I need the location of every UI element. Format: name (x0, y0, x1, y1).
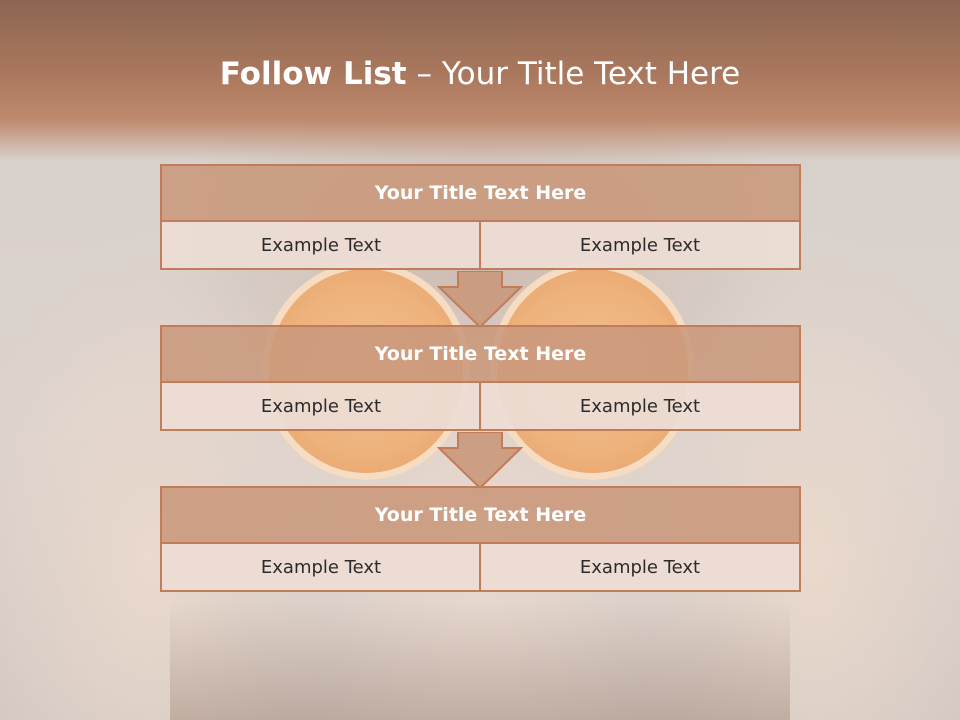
block-title: Your Title Text Here (160, 164, 801, 222)
list-block-2: Your Title Text Here Example Text Exampl… (160, 325, 801, 433)
down-arrow-icon (437, 432, 523, 490)
background-shadow (170, 600, 790, 720)
block-cell-right: Example Text (479, 542, 801, 592)
header-band (0, 0, 960, 160)
slide-title-rest: – Your Title Text Here (406, 56, 741, 92)
list-block-1: Your Title Text Here Example Text Exampl… (160, 164, 801, 272)
slide-title-bold: Follow List (219, 56, 407, 92)
down-arrow-icon (437, 271, 523, 329)
slide-title: Follow List – Your Title Text Here (0, 56, 960, 92)
block-title: Your Title Text Here (160, 486, 801, 544)
block-cell-right: Example Text (479, 381, 801, 431)
block-title: Your Title Text Here (160, 325, 801, 383)
block-cell-left: Example Text (160, 542, 482, 592)
block-cell-left: Example Text (160, 220, 482, 270)
block-cell-left: Example Text (160, 381, 482, 431)
list-block-3: Your Title Text Here Example Text Exampl… (160, 486, 801, 592)
block-cell-right: Example Text (479, 220, 801, 270)
